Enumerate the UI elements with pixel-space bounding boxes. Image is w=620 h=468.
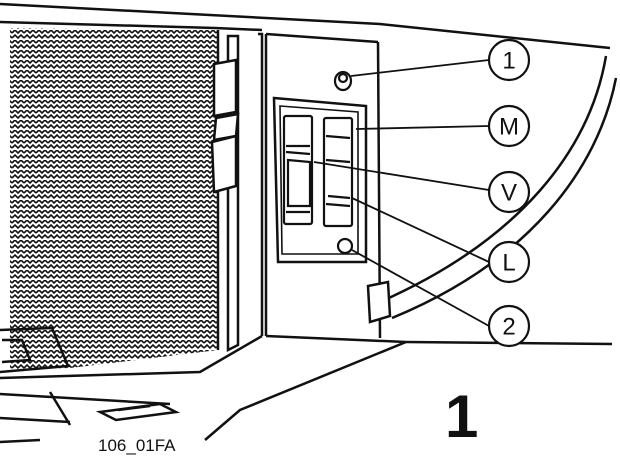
callout-v-label: V — [501, 180, 517, 207]
indicator-light-1 — [333, 70, 353, 92]
callout-m-label: M — [499, 114, 519, 141]
callout-2: 2 — [487, 304, 531, 348]
callout-1: 1 — [487, 38, 531, 82]
speaker-grille — [10, 28, 220, 370]
lower-console — [0, 326, 613, 444]
figure-reference-code: 106_01FA — [98, 436, 176, 455]
curved-console-edge — [366, 55, 618, 324]
callout-l: L — [487, 240, 531, 284]
rocker-switch-right[interactable] — [322, 116, 354, 228]
callout-l-label: L — [502, 250, 515, 277]
callout-1-label: 1 — [502, 48, 515, 75]
callout-v: V — [487, 170, 531, 214]
leader-lines — [313, 59, 490, 327]
indicator-light-2 — [336, 237, 354, 255]
rocker-switch-left[interactable] — [282, 114, 314, 226]
dashboard-top-edge — [0, 2, 611, 50]
trim-strip — [210, 34, 240, 353]
figure-number: 1 — [445, 383, 479, 450]
callout-m: M — [487, 104, 531, 148]
callout-2-label: 2 — [502, 314, 515, 341]
